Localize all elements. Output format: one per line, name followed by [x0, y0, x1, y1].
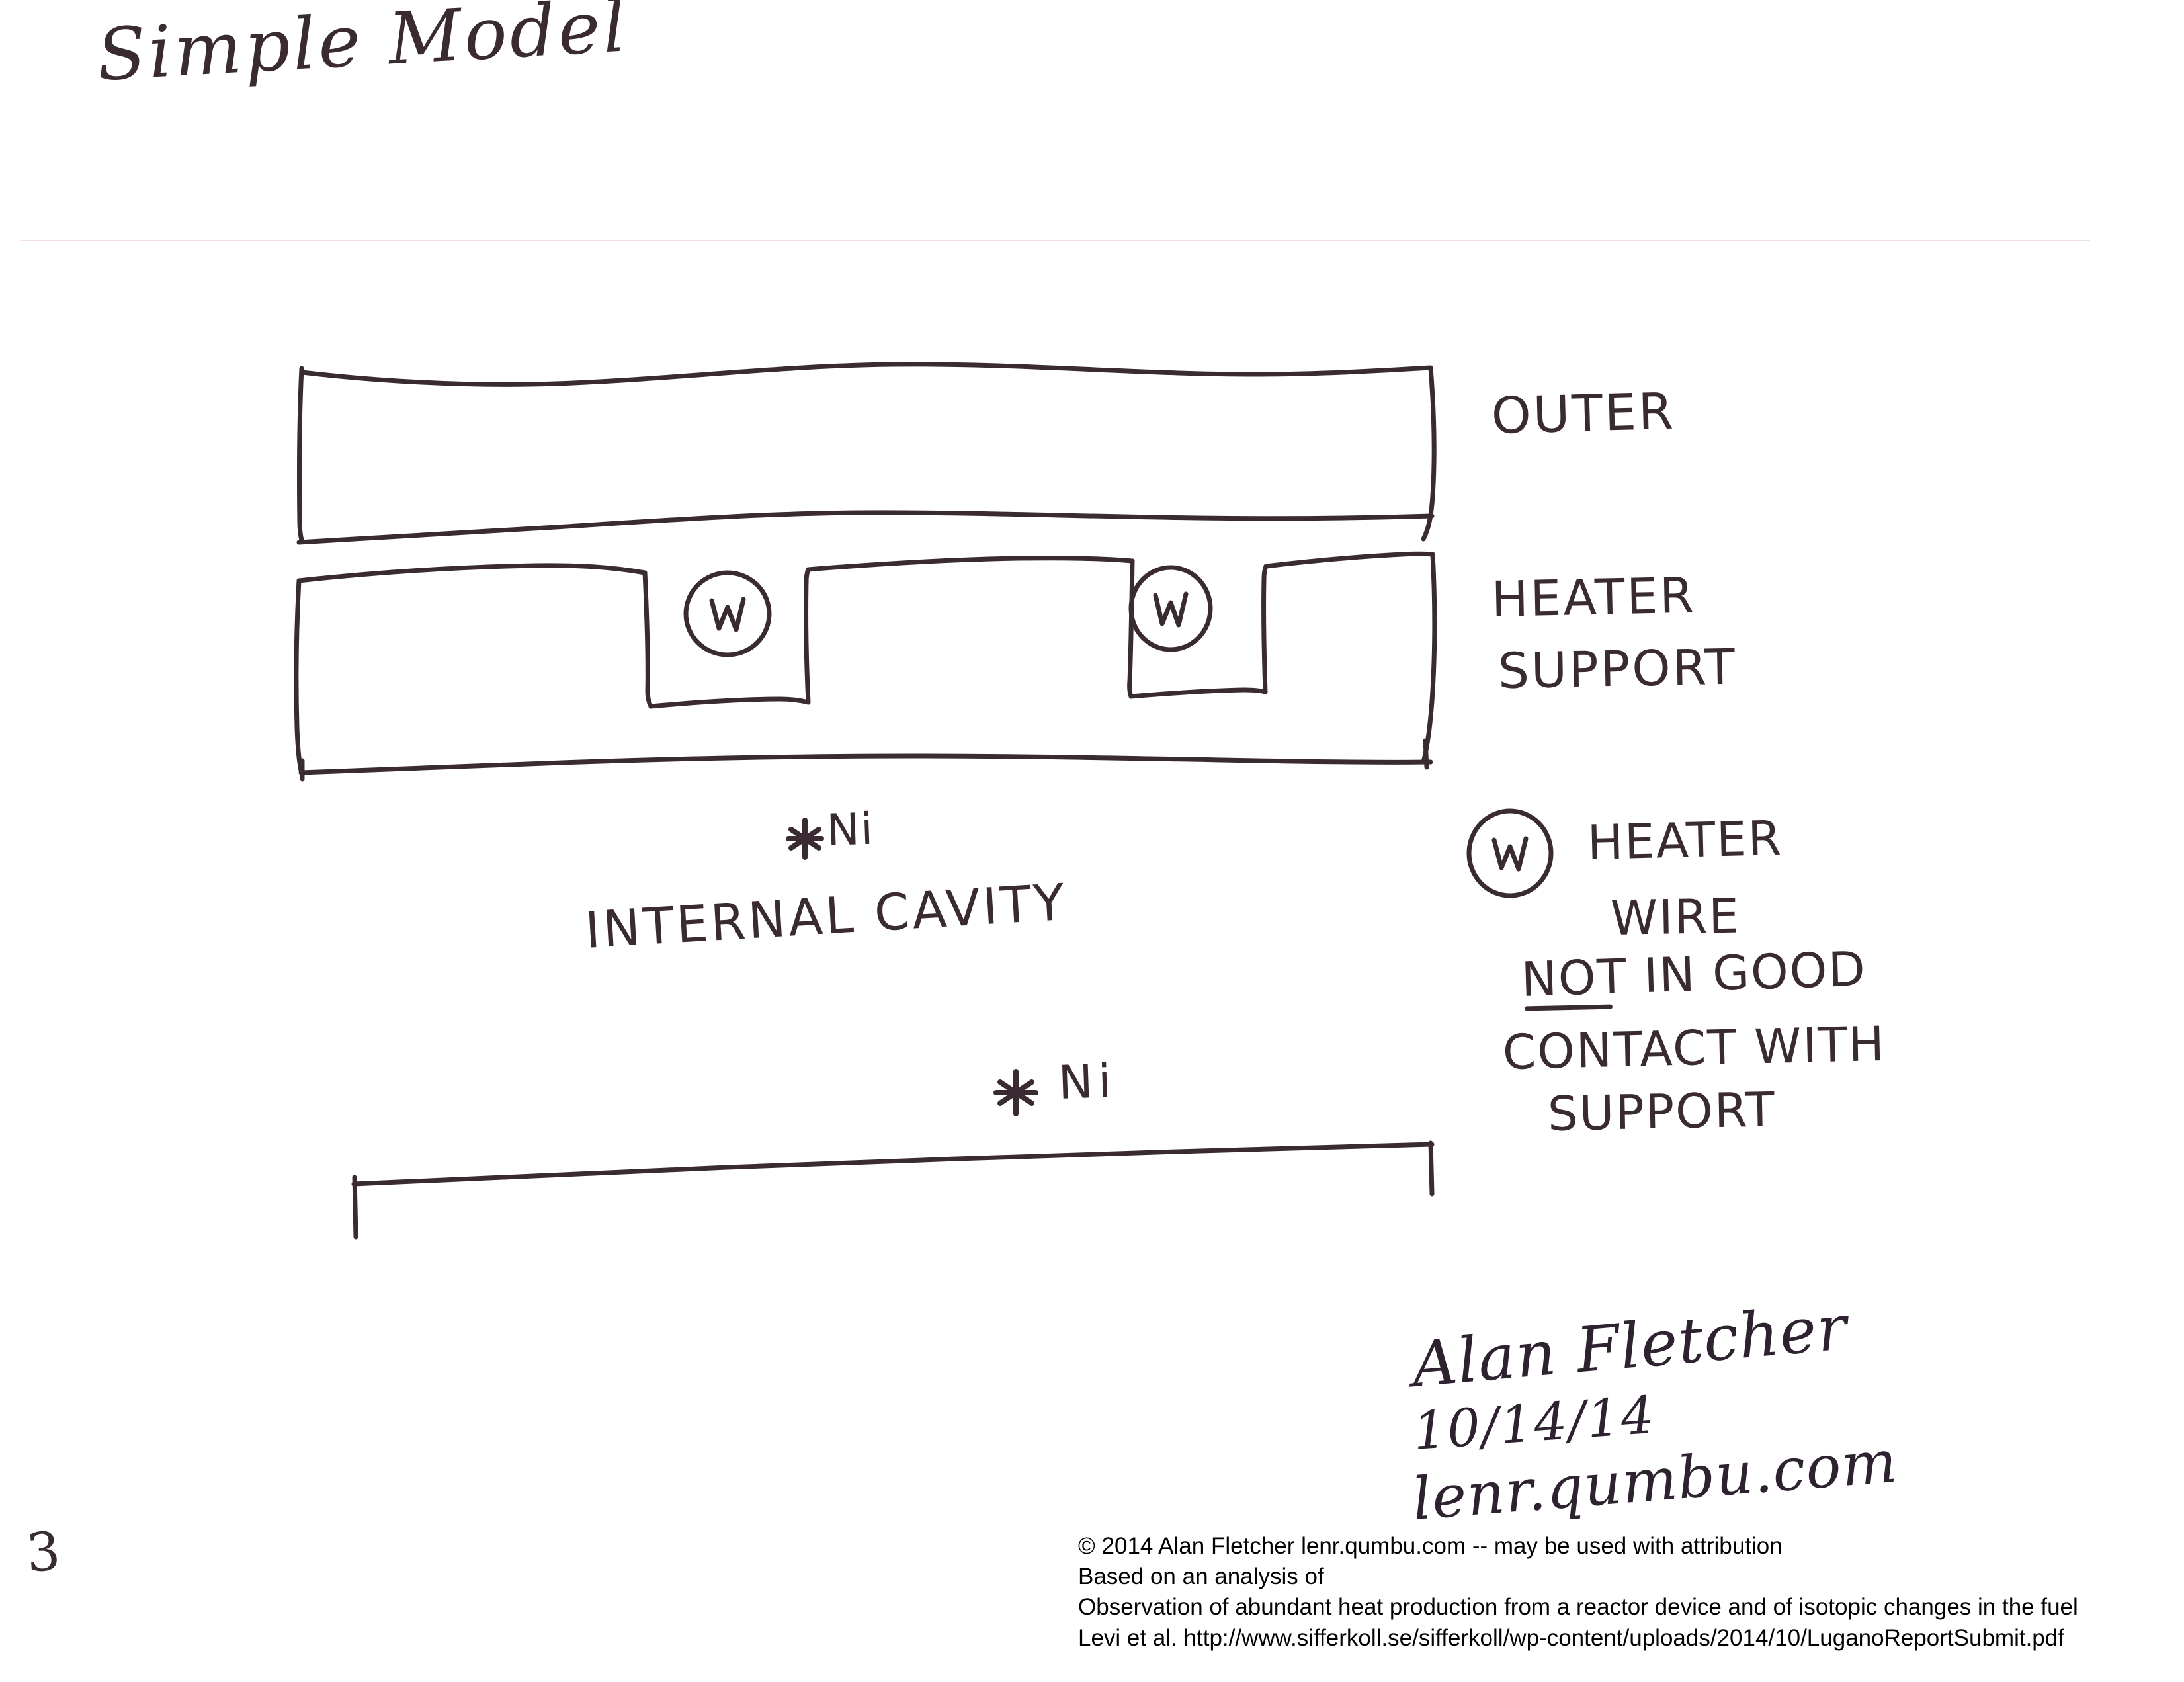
cavity-bottom-left-tick: [352, 1175, 358, 1240]
legend-w-glyph: [1491, 836, 1529, 872]
notch1-left-wall: [642, 570, 653, 709]
legend-line-wire: WIRE: [1610, 888, 1741, 946]
outer-band-bottom-edge: [296, 510, 1435, 545]
support-left-wall: [294, 578, 304, 773]
label-heater: HEATER: [1491, 567, 1697, 628]
outer-band-right-edge: [1421, 365, 1437, 542]
faint-horizontal-rule: [20, 240, 2090, 241]
footer-paper-title-line: Observation of abundant heat production …: [1078, 1594, 2078, 1620]
support-bottom-edge: [298, 753, 1433, 775]
legend-line-not-in-good: NOT IN GOOD: [1520, 941, 1867, 1007]
cavity-bottom-line: [351, 1142, 1435, 1187]
support-top-middle-segment: [806, 556, 1135, 572]
cavity-bottom-right-tick: [1428, 1140, 1435, 1197]
label-internal-cavity: INTERNAL CAVITY: [583, 872, 1069, 960]
outer-band-left-edge: [296, 366, 304, 543]
notch2-right-wall: [1261, 564, 1269, 694]
page-title: Simple Model: [95, 0, 631, 97]
label-ni-top: Ni: [825, 803, 876, 856]
ni-star-bottom: [993, 1069, 1038, 1116]
heater-wire-w-glyph-left: [709, 597, 746, 632]
notch1-bottom: [648, 696, 811, 709]
legend-line-contact-with: CONTACT WITH: [1502, 1015, 1886, 1080]
outer-band-top-edge: [300, 362, 1433, 387]
heater-wire-w-glyph-right: [1153, 591, 1189, 628]
legend-in-good-words: IN GOOD: [1626, 941, 1868, 1004]
notch1-right-wall: [804, 567, 811, 705]
support-right-wall: [1421, 552, 1437, 765]
notch2-bottom: [1128, 687, 1268, 699]
signature-name: Alan Fletcher: [1409, 1291, 1851, 1402]
legend-not-underline: [1524, 1004, 1613, 1011]
legend-heater-wire-circle: [1466, 808, 1554, 898]
legend-line-support: SUPPORT: [1547, 1081, 1777, 1142]
support-top-left-segment: [296, 563, 648, 583]
label-outer: OUTER: [1490, 381, 1676, 445]
footer-copyright-line: © 2014 Alan Fletcher lenr.qumbu.com -- m…: [1078, 1533, 1783, 1559]
support-top-right-segment: [1263, 551, 1435, 569]
heater-wire-circle-left: [683, 570, 772, 657]
support-bottom-right-tick: [1423, 738, 1429, 770]
notch2-left-wall: [1127, 558, 1135, 699]
label-support: SUPPORT: [1497, 638, 1738, 700]
footer-reference-url-line: Levi et al. http://www.sifferkoll.se/sif…: [1078, 1624, 2064, 1651]
footer-block: © 2014 Alan Fletcher lenr.qumbu.com -- m…: [1078, 1531, 2169, 1654]
legend-line-heater: HEATER: [1586, 810, 1783, 870]
heater-wire-circle-right: [1128, 565, 1213, 652]
legend-not-word: NOT: [1520, 948, 1628, 1007]
ni-star-top: [786, 818, 824, 860]
footer-basedon-line: Based on an analysis of: [1078, 1564, 1324, 1590]
page-number: 3: [24, 1520, 63, 1584]
ni-star-marks: [786, 818, 1038, 1116]
label-ni-bottom: Ni: [1057, 1053, 1118, 1110]
